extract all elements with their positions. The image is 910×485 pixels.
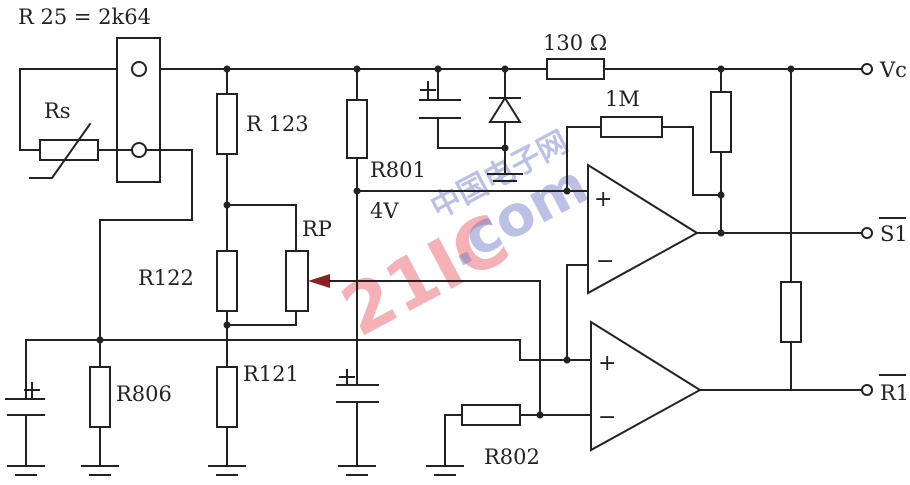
label-r1: R1 [880,381,909,405]
thermistor-rs [29,122,133,179]
pullup-resistor-r1 [780,68,802,391]
label-r123: R 123 [246,112,309,136]
op1-minus-wire [566,264,589,361]
sensor-wire [99,149,193,338]
label-s1: S1 [880,222,908,246]
opamp1-plus: + [594,187,612,212]
top-rail [19,68,863,151]
potentiometer-rp [226,204,541,326]
ground-symbols [7,465,464,476]
label-r25: R 25 = 2k64 [18,5,151,29]
label-r121: R121 [243,362,299,386]
ground-icon [208,465,246,476]
label-1m: 1M [605,87,640,111]
opamp2-minus: − [598,405,616,430]
opamp-1: + − [587,163,699,295]
label-vc: Vc [879,58,907,82]
capacitor-center [336,369,379,466]
resistor-r121 [216,336,238,466]
label-rs: Rs [44,99,71,123]
resistor-r801 [346,68,368,386]
ground-icon [338,465,376,476]
label-130ohm: 130 Ω [543,31,607,55]
label-rp: RP [302,217,332,241]
resistor-r806 [89,339,111,466]
label-r806: R806 [116,382,172,406]
resistor-1m [566,116,722,196]
capacitor-top [419,68,506,149]
connector-pin-1 [131,61,147,77]
resistor-r802 [444,404,541,466]
sensor-connector [116,37,161,183]
terminal-r1 [861,384,873,396]
ground-icon [7,465,45,476]
ground-icon [426,465,464,476]
opamp1-minus: − [596,249,614,274]
junction-dots [96,65,795,419]
opamp2-plus: + [598,351,616,376]
ground-icon [81,465,119,476]
resistor-r123 [216,68,238,206]
connector-body [116,37,161,183]
terminal-s1 [861,227,873,239]
label-r802: R802 [484,445,540,469]
label-4v: 4V [370,199,399,223]
pullup-resistor-s1 [710,68,732,234]
connector-pin-2 [131,142,147,158]
capacitor-left [5,339,45,466]
resistor-130ohm [546,58,605,80]
label-r801: R801 [370,158,426,182]
terminal-vc [861,63,873,75]
mid-bus [25,339,591,361]
resistor-r122 [216,204,238,338]
opamp-2: + − [590,320,702,452]
label-r122: R122 [138,266,194,290]
wiper-arrow-icon [308,274,330,288]
